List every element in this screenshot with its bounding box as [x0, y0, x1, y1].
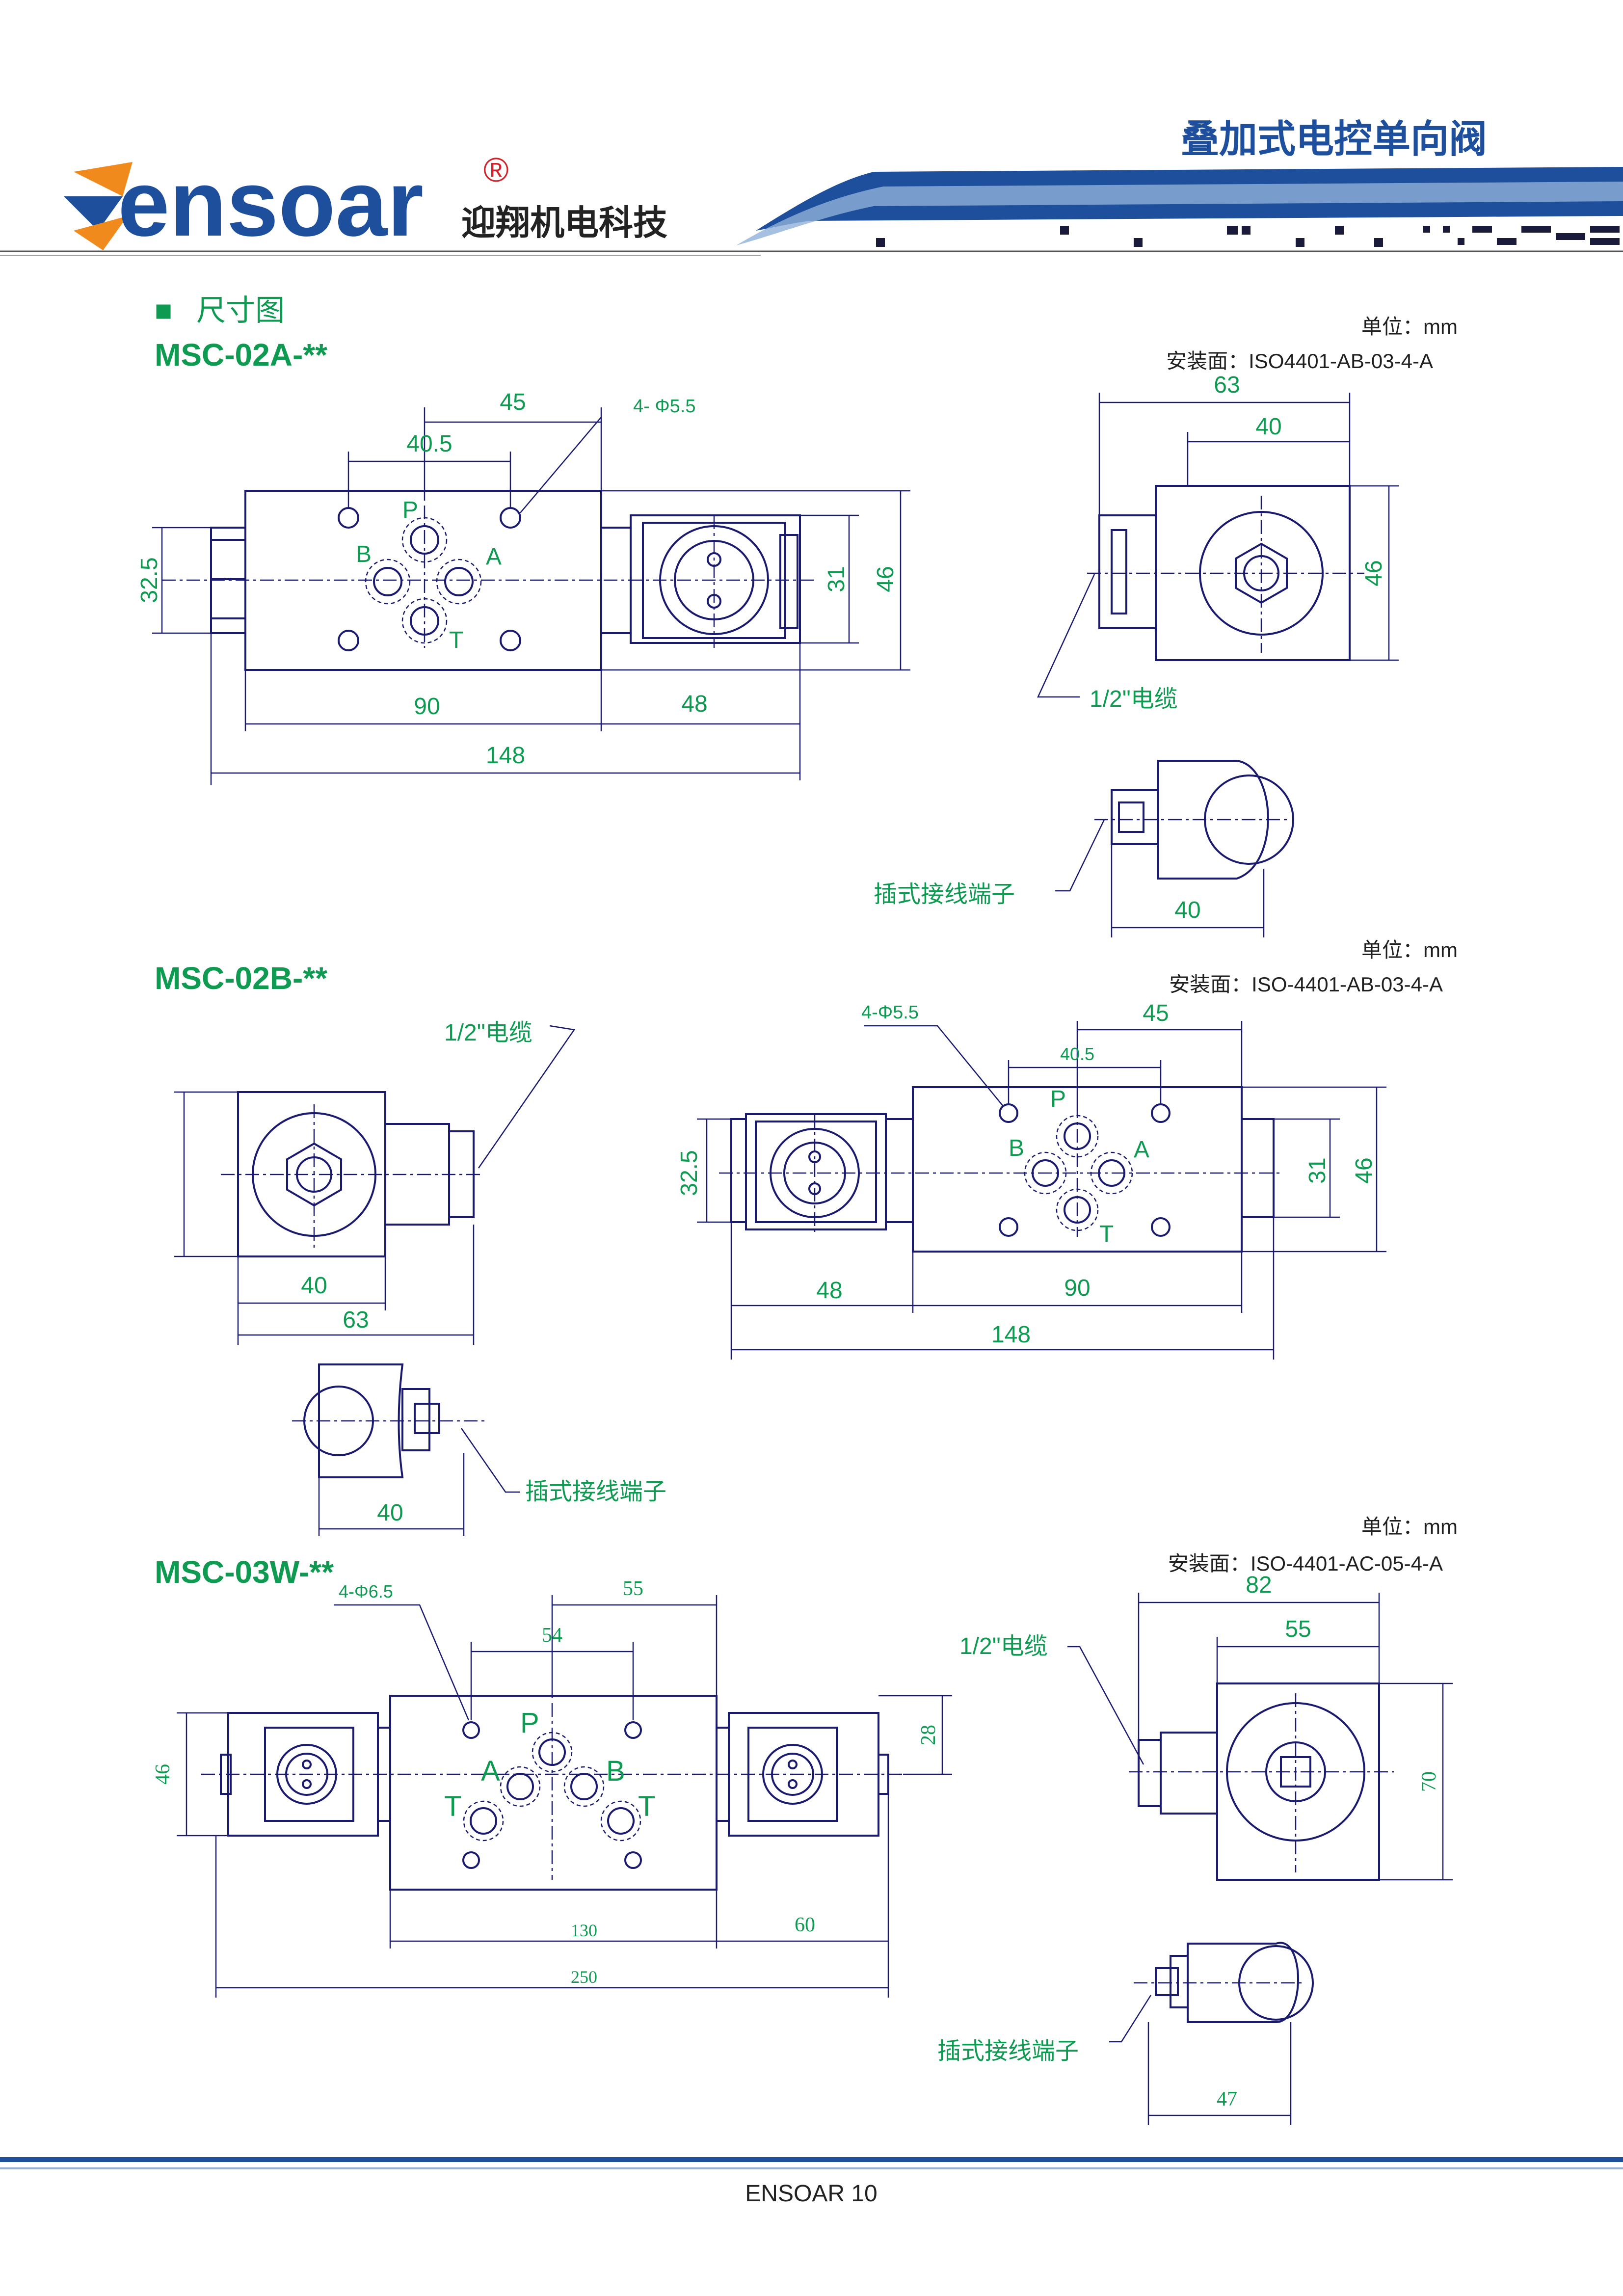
dim-130: 130 [571, 1921, 597, 1940]
dim-31: 31 [824, 566, 850, 592]
mounting-label: 安装面：ISO4401-AB-03-4-A [1166, 349, 1433, 373]
plug-label: 插式接线端子 [525, 1479, 666, 1505]
dim-90: 90 [1064, 1275, 1090, 1301]
header-band-light [736, 182, 1623, 245]
dim-holes: 4- Φ5.5 [633, 396, 696, 417]
dim-holes: 4-Φ6.5 [339, 1581, 393, 1602]
dim-32-5: 32.5 [136, 557, 162, 603]
model-name: MSC-03W-** [155, 1554, 334, 1590]
mounting-label: 安装面：ISO-4401-AB-03-4-A [1169, 973, 1443, 996]
dim-40c: 40 [1174, 897, 1200, 923]
model-02b: MSC-02B-** 单位：mm 安装面：ISO-4401-AB-03-4-A … [155, 938, 1458, 1536]
dim-31: 31 [1304, 1157, 1330, 1183]
dim-46: 46 [152, 1764, 174, 1785]
company-name: 迎翔机电科技 [461, 204, 667, 242]
port-b: B [1009, 1135, 1024, 1161]
port-t1: T [444, 1790, 461, 1822]
dim-70: 70 [1418, 1771, 1440, 1792]
dim-28: 28 [917, 1725, 940, 1745]
port-t2: T [638, 1790, 655, 1822]
port-p: P [1050, 1086, 1066, 1112]
brand-wordmark: ensoar [118, 152, 424, 256]
plug-label: 插式接线端子 [874, 881, 1015, 908]
dim-148: 148 [991, 1322, 1031, 1348]
model-name: MSC-02B-** [155, 961, 327, 996]
cable-label: 1/2"电缆 [959, 1633, 1048, 1659]
port-t: T [449, 627, 463, 653]
dim-46b: 46 [1361, 560, 1387, 586]
cable-label: 1/2"电缆 [444, 1020, 532, 1046]
port-b: B [606, 1755, 625, 1787]
dim-40: 40 [1255, 414, 1281, 440]
header-dots [876, 226, 1620, 247]
front-view [730, 1086, 1275, 1253]
dim-54: 54 [542, 1624, 562, 1647]
dim-48: 48 [816, 1278, 842, 1304]
mounting-label: 安装面：ISO-4401-AC-05-4-A [1168, 1552, 1443, 1575]
front-labels: 45 40.5 4- Φ5.5 32.5 31 46 90 48 148 P B… [136, 389, 899, 769]
product-title: 叠加式电控单向阀 [1181, 117, 1487, 160]
dim-holes: 4-Φ5.5 [861, 1002, 919, 1023]
footer-text: ENSOAR 10 [745, 2181, 877, 2207]
port-t: T [1099, 1221, 1114, 1247]
model-03w: MSC-03W-** 单位：mm 安装面：ISO-4401-AC-05-4-A [152, 1515, 1458, 2125]
dimension-lines [152, 407, 910, 785]
unit-label: 单位：mm [1361, 315, 1458, 338]
centerlines [162, 506, 815, 648]
port-a: A [481, 1755, 500, 1787]
dim-40-5: 40.5 [1060, 1044, 1094, 1064]
side-view [1138, 1682, 1380, 1881]
header: ensoar ® 迎翔机电科技 叠加式电控单向阀 [0, 117, 1623, 256]
model-02a: MSC-02A-** 单位：mm 安装面：ISO4401-AB-03-4-A [136, 315, 1458, 937]
dim-46: 46 [1351, 1157, 1377, 1183]
registered-mark: ® [483, 151, 509, 189]
dim-40c: 40 [377, 1500, 403, 1526]
dim-250: 250 [571, 1967, 597, 1987]
port-b: B [356, 541, 372, 567]
port-p: P [402, 497, 418, 523]
section-marker: ■ [155, 294, 172, 327]
dim-40-5: 40.5 [406, 431, 452, 457]
dim-82: 82 [1246, 1572, 1272, 1598]
port-a: A [1134, 1137, 1149, 1163]
side-dims [1037, 393, 1399, 698]
dim-90: 90 [414, 694, 440, 720]
cable-label: 1/2"电缆 [1090, 686, 1178, 712]
section-title: 尺寸图 [196, 294, 285, 327]
dim-60: 60 [795, 1914, 815, 1936]
dim-48: 48 [681, 691, 707, 717]
dim-32-5: 32.5 [676, 1150, 702, 1196]
dim-45: 45 [1143, 1000, 1169, 1026]
port-a: A [486, 544, 502, 570]
unit-label: 单位：mm [1361, 938, 1458, 961]
footer: ENSOAR 10 [0, 2157, 1623, 2207]
model-name: MSC-02A-** [155, 337, 327, 373]
logo-icon [64, 162, 133, 250]
unit-label: 单位：mm [1361, 1515, 1458, 1538]
dim-47: 47 [1217, 2088, 1237, 2110]
dim-55b: 55 [1285, 1616, 1311, 1642]
port-p: P [520, 1707, 539, 1739]
dim-45: 45 [500, 389, 526, 415]
dim-40: 40 [301, 1273, 327, 1299]
front-view [220, 1695, 889, 1891]
dim-63: 63 [1214, 372, 1240, 398]
dim-63: 63 [343, 1307, 369, 1333]
plug-label: 插式接线端子 [937, 2038, 1079, 2064]
dim-148: 148 [486, 743, 525, 769]
dim-55: 55 [623, 1577, 643, 1600]
dim-46: 46 [873, 566, 899, 592]
